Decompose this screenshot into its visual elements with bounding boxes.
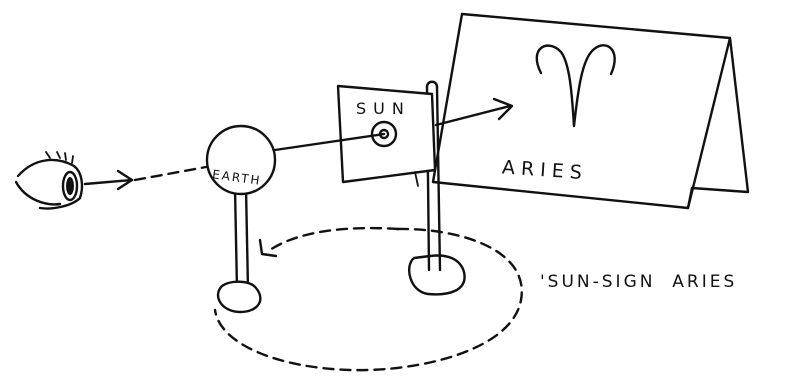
earth-post: EARTH bbox=[205, 124, 277, 314]
sun-label: SUN bbox=[356, 99, 411, 118]
earth-orbit bbox=[213, 226, 523, 372]
orbit-arrow-icon bbox=[258, 238, 278, 258]
sun-flag bbox=[336, 84, 437, 184]
card-arrow-icon bbox=[492, 97, 514, 121]
sun-outer-ring bbox=[370, 120, 398, 148]
earth-globe bbox=[205, 124, 277, 196]
aries-symbol-icon bbox=[535, 44, 616, 128]
eye-icon bbox=[14, 151, 84, 210]
line-of-sight bbox=[83, 97, 514, 191]
sun-flagpole: SUN bbox=[336, 80, 466, 296]
caption: 'SUN-SIGN ARIES bbox=[540, 272, 737, 292]
aries-card: ARIES bbox=[431, 12, 750, 210]
sight-arrow-icon bbox=[116, 169, 134, 191]
earth-label: EARTH bbox=[211, 167, 262, 188]
